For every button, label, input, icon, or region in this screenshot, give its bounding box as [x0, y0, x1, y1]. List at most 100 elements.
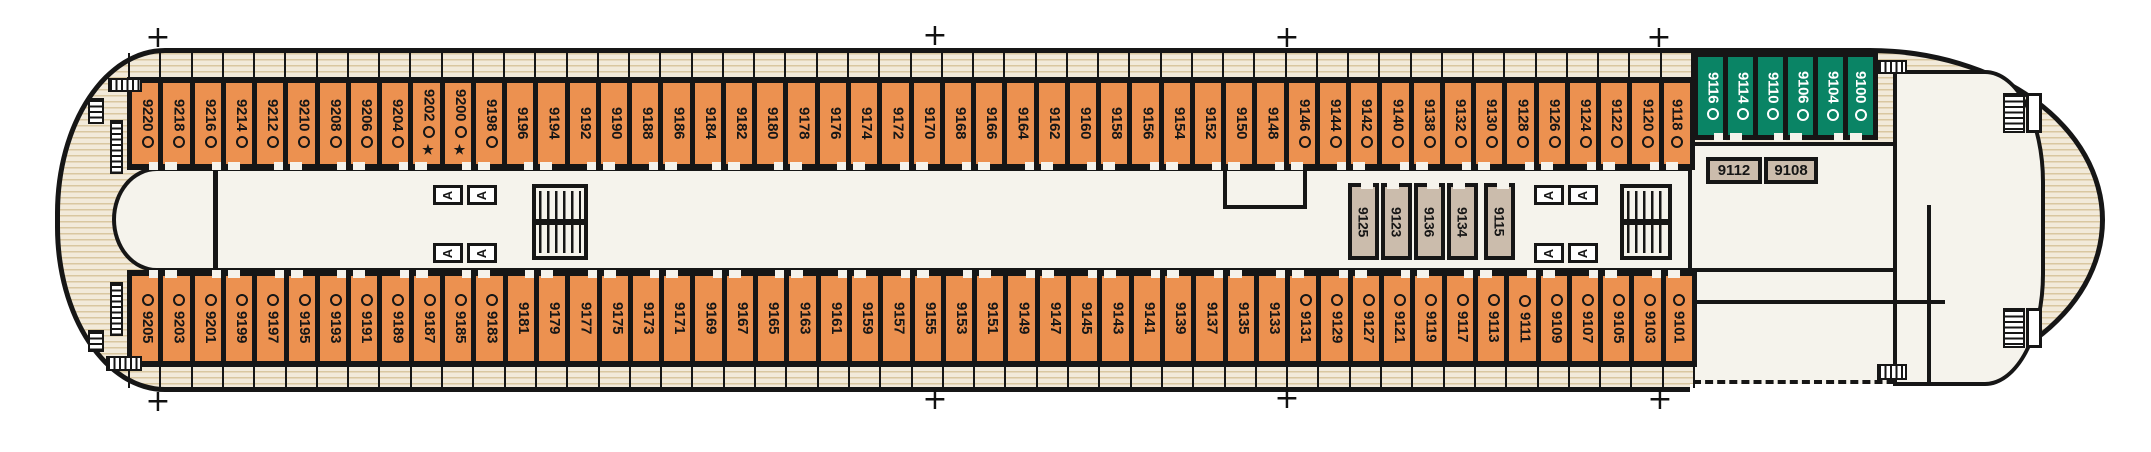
- cabin-9140[interactable]: 9140: [1377, 77, 1414, 170]
- cabin-9160[interactable]: 9160: [1065, 77, 1101, 170]
- cabin-9110[interactable]: 9110: [1753, 52, 1788, 141]
- cabin-9105[interactable]: 9105: [1598, 270, 1634, 367]
- cabin-9129[interactable]: 9129: [1316, 270, 1353, 367]
- cabin-9164[interactable]: 9164: [1002, 77, 1039, 170]
- cabin-9203[interactable]: 9203: [158, 270, 195, 367]
- cabin-9112[interactable]: 9112: [1706, 157, 1762, 184]
- cabin-9204[interactable]: 9204: [377, 77, 413, 170]
- cabin-9208[interactable]: 9208: [315, 77, 351, 170]
- cabin-9109[interactable]: 9109: [1536, 270, 1572, 367]
- cabin-9169[interactable]: 9169: [690, 270, 727, 367]
- cabin-9202[interactable]: 9202★: [408, 77, 445, 170]
- cabin-9156[interactable]: 9156: [1127, 77, 1164, 170]
- cabin-9144[interactable]: 9144: [1315, 77, 1351, 170]
- cabin-9168[interactable]: 9168: [940, 77, 976, 170]
- cabin-9214[interactable]: 9214: [221, 77, 257, 170]
- cabin-9165[interactable]: 9165: [753, 270, 789, 367]
- cabin-9119[interactable]: 9119: [1410, 270, 1447, 367]
- cabin-9190[interactable]: 9190: [596, 77, 632, 170]
- cabin-9155[interactable]: 9155: [910, 270, 946, 367]
- cabin-9205[interactable]: 9205: [127, 270, 163, 367]
- cabin-9176[interactable]: 9176: [815, 77, 851, 170]
- cabin-9111[interactable]: 9111: [1504, 270, 1541, 367]
- cabin-9157[interactable]: 9157: [878, 270, 915, 367]
- cabin-9135[interactable]: 9135: [1223, 270, 1259, 367]
- cabin-9131[interactable]: 9131: [1285, 270, 1321, 367]
- cabin-9142[interactable]: 9142: [1346, 77, 1382, 170]
- cabin-9147[interactable]: 9147: [1035, 270, 1071, 367]
- cabin-9181[interactable]: 9181: [503, 270, 539, 367]
- cabin-9139[interactable]: 9139: [1160, 270, 1196, 367]
- cabin-9159[interactable]: 9159: [847, 270, 883, 367]
- cabin-9145[interactable]: 9145: [1066, 270, 1102, 367]
- cabin-9189[interactable]: 9189: [377, 270, 414, 367]
- cabin-9101[interactable]: 9101: [1661, 270, 1697, 367]
- cabin-9125[interactable]: 9125: [1348, 181, 1379, 260]
- cabin-9194[interactable]: 9194: [533, 77, 570, 170]
- cabin-9171[interactable]: 9171: [659, 270, 695, 367]
- cabin-9184[interactable]: 9184: [690, 77, 726, 170]
- cabin-9123[interactable]: 9123: [1381, 181, 1412, 260]
- cabin-9153[interactable]: 9153: [941, 270, 977, 367]
- cabin-9161[interactable]: 9161: [816, 270, 852, 367]
- cabin-9179[interactable]: 9179: [534, 270, 570, 367]
- cabin-9200[interactable]: 9200★: [440, 77, 476, 170]
- cabin-9136[interactable]: 9136: [1414, 181, 1445, 260]
- cabin-9173[interactable]: 9173: [628, 270, 664, 367]
- cabin-9118[interactable]: 9118: [1659, 77, 1695, 170]
- cabin-9201[interactable]: 9201: [190, 270, 226, 367]
- cabin-9220[interactable]: 9220: [127, 77, 163, 170]
- cabin-9187[interactable]: 9187: [409, 270, 445, 367]
- cabin-9133[interactable]: 9133: [1254, 270, 1290, 367]
- cabin-9126[interactable]: 9126: [1534, 77, 1570, 170]
- cabin-9177[interactable]: 9177: [565, 270, 602, 367]
- cabin-9137[interactable]: 9137: [1191, 270, 1228, 367]
- cabin-9113[interactable]: 9113: [1473, 270, 1509, 367]
- cabin-9116[interactable]: 9116: [1693, 52, 1728, 141]
- cabin-9182[interactable]: 9182: [721, 77, 757, 170]
- cabin-9206[interactable]: 9206: [346, 77, 382, 170]
- cabin-9103[interactable]: 9103: [1629, 270, 1666, 367]
- cabin-9148[interactable]: 9148: [1252, 77, 1289, 170]
- cabin-9170[interactable]: 9170: [909, 77, 945, 170]
- cabin-9218[interactable]: 9218: [158, 77, 195, 170]
- cabin-9195[interactable]: 9195: [284, 270, 320, 367]
- cabin-9178[interactable]: 9178: [783, 77, 820, 170]
- cabin-9152[interactable]: 9152: [1190, 77, 1226, 170]
- cabin-9122[interactable]: 9122: [1596, 77, 1632, 170]
- cabin-9106[interactable]: 9106: [1783, 52, 1818, 141]
- cabin-9193[interactable]: 9193: [315, 270, 351, 367]
- cabin-9130[interactable]: 9130: [1471, 77, 1507, 170]
- cabin-9212[interactable]: 9212: [252, 77, 288, 170]
- cabin-9107[interactable]: 9107: [1567, 270, 1603, 367]
- cabin-9132[interactable]: 9132: [1440, 77, 1476, 170]
- cabin-9100[interactable]: 9100: [1843, 52, 1878, 141]
- cabin-9121[interactable]: 9121: [1379, 270, 1415, 367]
- cabin-9128[interactable]: 9128: [1502, 77, 1539, 170]
- cabin-9162[interactable]: 9162: [1034, 77, 1070, 170]
- cabin-9172[interactable]: 9172: [877, 77, 914, 170]
- cabin-9127[interactable]: 9127: [1348, 270, 1384, 367]
- cabin-9174[interactable]: 9174: [846, 77, 882, 170]
- cabin-9180[interactable]: 9180: [752, 77, 788, 170]
- cabin-9150[interactable]: 9150: [1221, 77, 1257, 170]
- cabin-9167[interactable]: 9167: [722, 270, 758, 367]
- cabin-9124[interactable]: 9124: [1565, 77, 1601, 170]
- cabin-9154[interactable]: 9154: [1159, 77, 1195, 170]
- cabin-9186[interactable]: 9186: [658, 77, 695, 170]
- cabin-9175[interactable]: 9175: [597, 270, 633, 367]
- cabin-9196[interactable]: 9196: [502, 77, 538, 170]
- cabin-9104[interactable]: 9104: [1813, 52, 1848, 141]
- cabin-9166[interactable]: 9166: [971, 77, 1007, 170]
- cabin-9117[interactable]: 9117: [1442, 270, 1478, 367]
- cabin-9114[interactable]: 9114: [1723, 52, 1758, 141]
- cabin-9163[interactable]: 9163: [784, 270, 821, 367]
- cabin-9199[interactable]: 9199: [221, 270, 257, 367]
- cabin-9216[interactable]: 9216: [190, 77, 226, 170]
- cabin-9151[interactable]: 9151: [972, 270, 1008, 367]
- cabin-9120[interactable]: 9120: [1627, 77, 1664, 170]
- cabin-9138[interactable]: 9138: [1409, 77, 1445, 170]
- cabin-9210[interactable]: 9210: [283, 77, 320, 170]
- cabin-9108[interactable]: 9108: [1764, 157, 1818, 184]
- cabin-9183[interactable]: 9183: [471, 270, 508, 367]
